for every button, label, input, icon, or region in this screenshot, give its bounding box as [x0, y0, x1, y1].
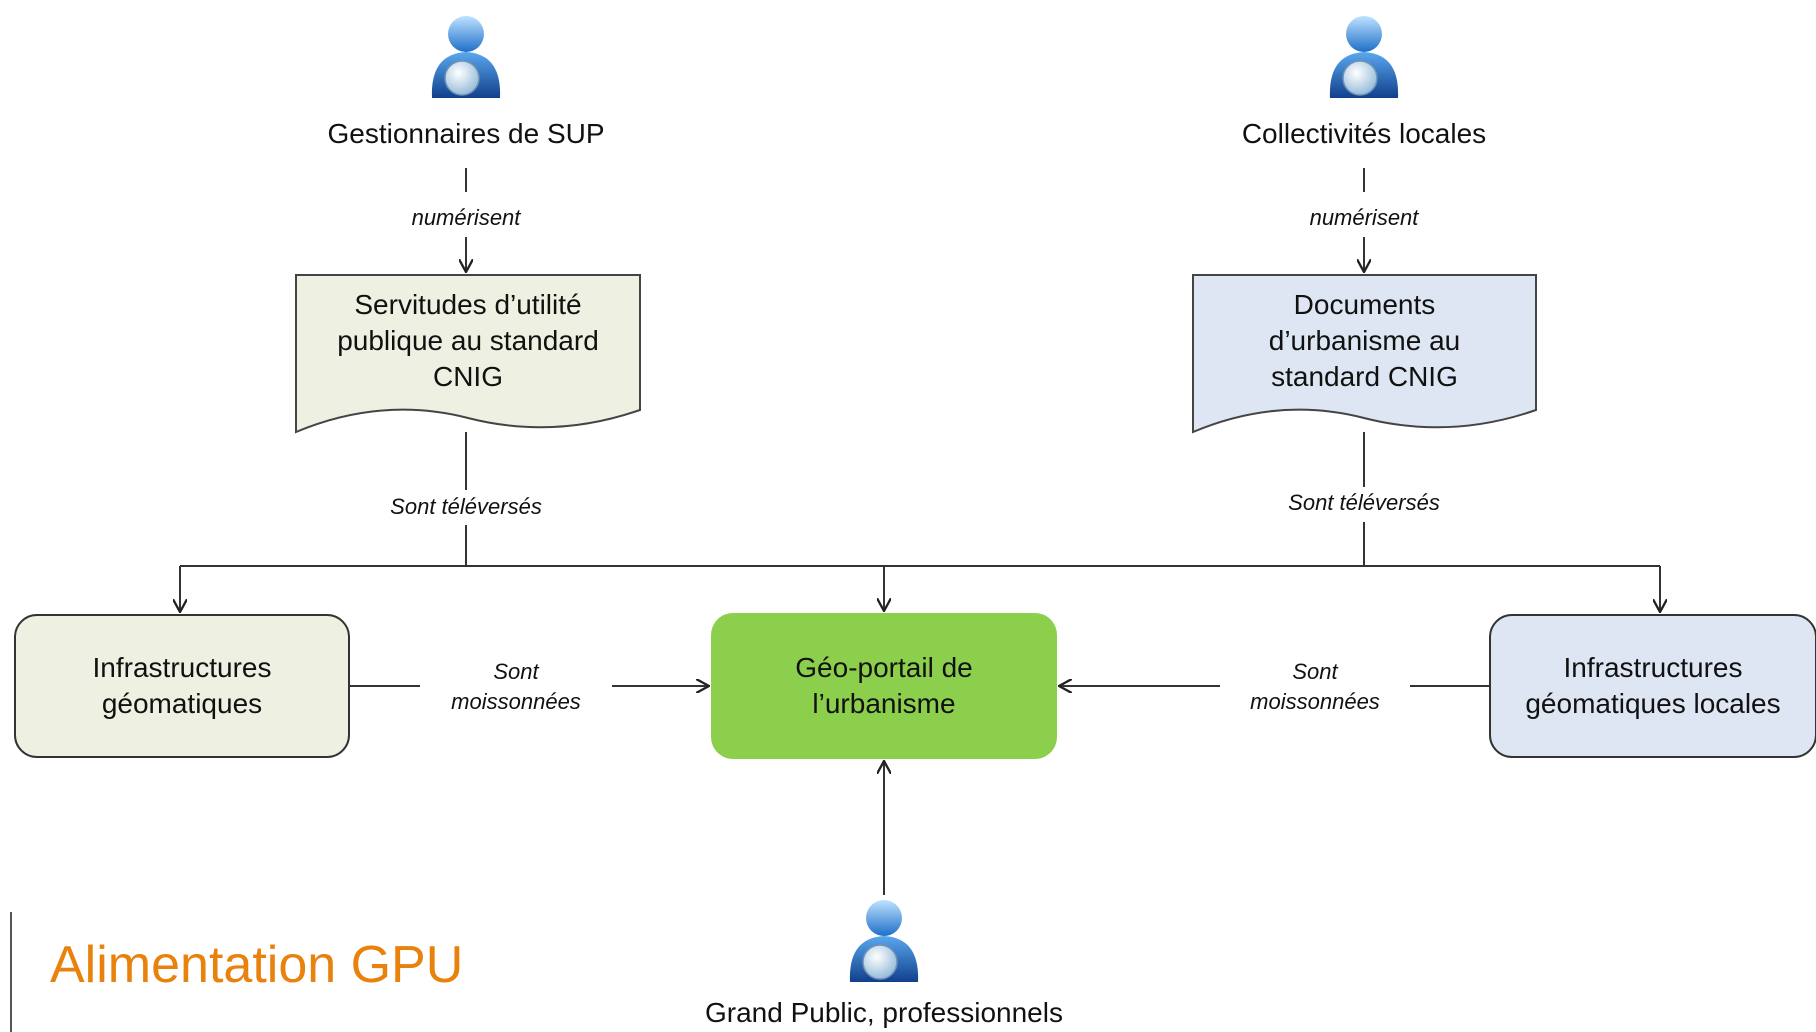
left-edge-divider [0, 912, 12, 1032]
edge-label-televerses-right: Sont téléversés [1284, 488, 1444, 518]
edge-label-numerisent-right: numérisent [1305, 203, 1423, 233]
edge-label-televerses-left: Sont téléversés [386, 492, 546, 522]
person-local-icon [1329, 16, 1399, 98]
doc-urba-text: Documents d’urbanisme au standard CNIG [1268, 289, 1461, 392]
actor-label-public: Grand Public, professionnels [705, 997, 1063, 1028]
box-geoportail-shape [711, 613, 1057, 759]
page-title: Alimentation GPU [50, 936, 464, 994]
actor-label-local: Collectivités locales [1241, 118, 1487, 149]
box-infra-left-text: Infrastructures géomatiques [92, 652, 272, 719]
box-infra-right-text: Infrastructures géomatiques locales [1525, 652, 1781, 719]
edge-label-numerisent-left: numérisent [407, 203, 525, 233]
doc-sup-shape [295, 274, 641, 434]
person-public-icon [849, 900, 919, 982]
box-geoportail-text: Géo-portail de l’urbanisme [795, 652, 973, 719]
doc-sup-text: Servitudes d’utilité publique au standar… [337, 289, 599, 392]
person-sup-icon [431, 16, 501, 98]
edge-label-moissonnees-right: Sont moissonnées [1246, 657, 1384, 717]
doc-urba-shape [1192, 274, 1537, 434]
edge-label-moissonnees-left: Sont moissonnées [447, 657, 585, 717]
actor-label-sup: Gestionnaires de SUP [327, 118, 605, 149]
